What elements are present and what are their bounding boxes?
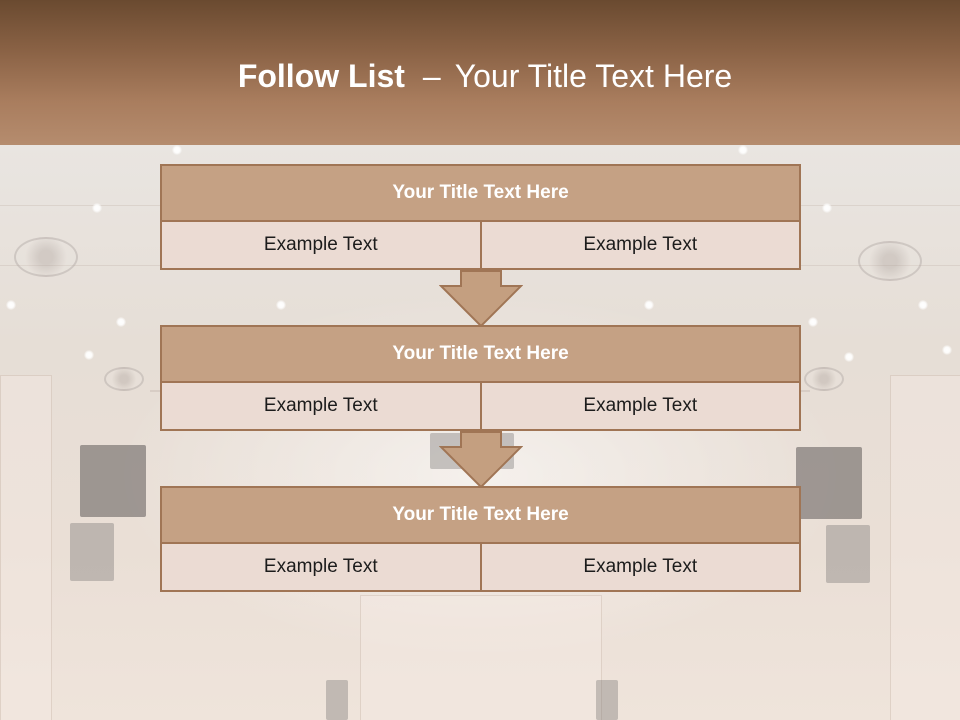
step-cell: Example Text (479, 544, 799, 590)
step-cell: Example Text (479, 222, 799, 268)
title-bold: Follow List (237, 58, 405, 94)
step-cell: Example Text (162, 222, 480, 268)
down-arrow-icon (439, 431, 523, 489)
ceiling-vent (104, 367, 144, 391)
ceiling-light (918, 300, 928, 310)
title-dash: – (422, 58, 441, 94)
ceiling-light (822, 203, 832, 213)
ceiling-light (942, 345, 952, 355)
wall-panel (360, 595, 602, 720)
ceiling-light (116, 317, 126, 327)
step-heading: Your Title Text Here (162, 166, 799, 222)
wall-panel (890, 375, 960, 720)
ceiling-light (92, 203, 102, 213)
speaker (326, 680, 348, 720)
step-cell: Example Text (479, 383, 799, 429)
ceiling-light (844, 352, 854, 362)
speaker (70, 523, 114, 581)
ceiling-light (6, 300, 16, 310)
ceiling-vent (858, 241, 922, 281)
speaker (796, 447, 862, 519)
ceiling-light (808, 317, 818, 327)
ceiling-light (644, 300, 654, 310)
step-heading: Your Title Text Here (162, 327, 799, 383)
step-row: Example Text Example Text (162, 222, 799, 268)
ceiling-vent (14, 237, 78, 277)
step-box: Your Title Text Here Example Text Exampl… (160, 325, 801, 431)
ceiling-light (276, 300, 286, 310)
speaker (80, 445, 146, 517)
ceiling-light (172, 145, 182, 155)
step-box: Your Title Text Here Example Text Exampl… (160, 164, 801, 270)
step-box: Your Title Text Here Example Text Exampl… (160, 486, 801, 592)
slide-title: Follow List–Your Title Text Here (0, 52, 960, 100)
step-cell: Example Text (162, 383, 480, 429)
ceiling-light (738, 145, 748, 155)
step-row: Example Text Example Text (162, 383, 799, 429)
down-arrow-icon (439, 270, 523, 328)
ceiling-light (84, 350, 94, 360)
step-heading: Your Title Text Here (162, 488, 799, 544)
wall-panel (0, 375, 52, 720)
speaker (596, 680, 618, 720)
ceiling-vent (804, 367, 844, 391)
title-rest: Your Title Text Here (454, 58, 733, 94)
step-cell: Example Text (162, 544, 480, 590)
header-band: Follow List–Your Title Text Here (0, 0, 960, 145)
speaker (826, 525, 870, 583)
step-row: Example Text Example Text (162, 544, 799, 590)
